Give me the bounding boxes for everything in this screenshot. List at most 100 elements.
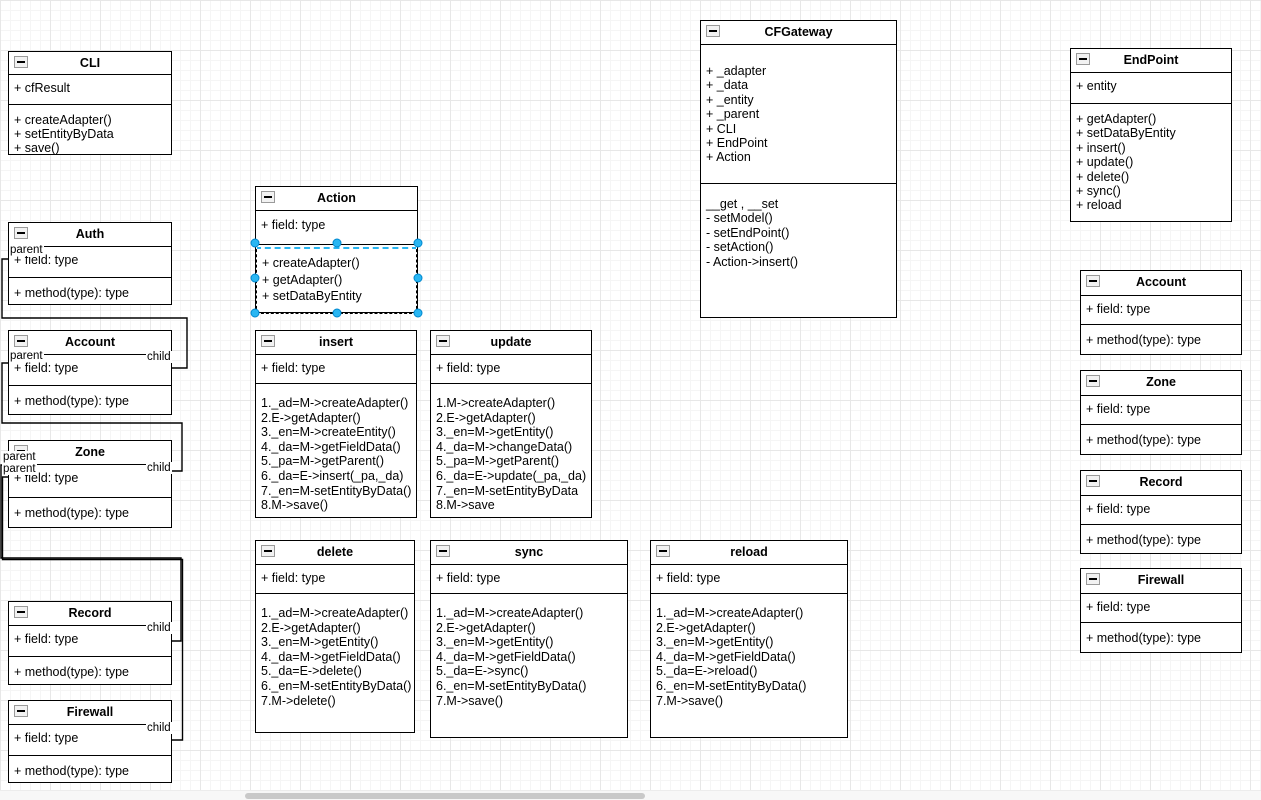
label-account-parent[interactable]: parent: [9, 350, 44, 362]
collapse-icon[interactable]: [436, 335, 450, 347]
method-line: - setEndPoint(): [706, 225, 790, 240]
field-line: + field: type: [1086, 302, 1151, 316]
method-line: 2.E->getAdapter(): [436, 410, 536, 425]
label-account-child[interactable]: child: [146, 351, 172, 363]
collapse-icon[interactable]: [1076, 53, 1090, 65]
class-title: Auth: [75, 227, 105, 241]
method-line: + method(type): type: [14, 286, 129, 300]
class-account-left[interactable]: Account+ field: type+ method(type): type: [8, 330, 172, 415]
class-title: Firewall: [1137, 573, 1185, 587]
horizontal-scrollbar-thumb[interactable]: [245, 793, 645, 799]
method-line: 2.E->getAdapter(): [436, 620, 536, 635]
collapse-icon[interactable]: [261, 335, 275, 347]
collapse-icon[interactable]: [1086, 275, 1100, 287]
selection-outline: [257, 247, 416, 249]
field-line: + field: type: [14, 361, 79, 375]
method-line: 4._da=M->getFieldData(): [261, 649, 401, 664]
selection-handle[interactable]: [250, 238, 260, 248]
method-line: - Action->insert(): [706, 254, 799, 269]
method-line: + setEntityByData: [14, 126, 114, 141]
method-line: 6._da=E->update(_pa,_da): [436, 468, 587, 483]
collapse-icon[interactable]: [706, 25, 720, 37]
method-line: 4._da=M->getFieldData(): [656, 649, 796, 664]
selection-handle[interactable]: [332, 308, 341, 318]
class-title: Account: [1136, 275, 1186, 289]
label-zone-parent-1[interactable]: parent: [2, 451, 37, 463]
method-line: 6._en=M-setEntityByData(): [436, 678, 587, 693]
method-line: + update(): [1076, 155, 1134, 170]
field-line: + _adapter: [706, 64, 767, 78]
collapse-icon[interactable]: [14, 705, 28, 717]
label-firewall-child[interactable]: child: [146, 722, 172, 734]
class-title: delete: [316, 545, 354, 559]
method-line: 1._ad=M->createAdapter(): [656, 606, 804, 620]
class-cli[interactable]: CLI+ cfResult+ createAdapter()+ setEntit…: [8, 51, 172, 155]
class-firewall-left[interactable]: Firewall+ field: type+ method(type): typ…: [8, 700, 172, 783]
selection-handle[interactable]: [250, 308, 260, 318]
class-action[interactable]: Action+ field: type+ createAdapter()+ ge…: [255, 186, 418, 314]
collapse-icon[interactable]: [261, 191, 275, 203]
class-firewall-right[interactable]: Firewall+ field: type+ method(type): typ…: [1080, 568, 1242, 653]
collapse-icon[interactable]: [1086, 475, 1100, 487]
method-line: + reload: [1076, 198, 1122, 213]
method-line: + setDataByEntity: [1076, 126, 1176, 141]
method-line: + method(type): type: [14, 665, 129, 679]
selection-handle[interactable]: [413, 238, 423, 248]
class-title: Record: [1139, 475, 1183, 489]
method-line: + method(type): type: [14, 394, 129, 408]
class-title: CLI: [79, 56, 101, 70]
field-line: + field: type: [436, 361, 501, 375]
method-line: + getAdapter(): [1076, 112, 1157, 126]
collapse-icon[interactable]: [261, 545, 275, 557]
class-zone-right[interactable]: Zone+ field: type+ method(type): type: [1080, 370, 1242, 455]
field-line: + field: type: [1086, 600, 1151, 614]
method-line: 7.M->delete(): [261, 693, 336, 708]
class-endpoint[interactable]: EndPoint+ entity+ getAdapter()+ setDataB…: [1070, 48, 1232, 222]
method-line: 3._en=M->getEntity(): [436, 425, 554, 440]
label-zone-parent-2[interactable]: parent: [2, 463, 37, 475]
method-line: + insert(): [1076, 140, 1126, 155]
method-line: 7._en=M-setEntityByData: [436, 483, 579, 498]
method-line: 4._da=M->getFieldData(): [261, 439, 401, 454]
field-line: + field: type: [1086, 402, 1151, 416]
selection-handle[interactable]: [332, 238, 341, 248]
field-line: + entity: [1076, 79, 1117, 93]
selection-handle[interactable]: [413, 308, 423, 318]
field-line: + CLI: [706, 121, 737, 136]
class-title: Zone: [1146, 375, 1176, 389]
class-record-left[interactable]: Record+ field: type+ method(type): type: [8, 601, 172, 685]
collapse-icon[interactable]: [14, 335, 28, 347]
selection-handle[interactable]: [250, 273, 260, 283]
class-title: reload: [730, 545, 768, 559]
field-line: + field: type: [14, 632, 79, 646]
collapse-icon[interactable]: [656, 545, 670, 557]
collapse-icon[interactable]: [1086, 375, 1100, 387]
class-title: update: [490, 335, 532, 349]
collapse-icon[interactable]: [14, 227, 28, 239]
collapse-icon[interactable]: [14, 56, 28, 68]
method-line: 1._ad=M->createAdapter(): [261, 396, 409, 410]
horizontal-scrollbar-track[interactable]: [0, 790, 1261, 800]
label-auth-parent[interactable]: parent: [9, 244, 44, 256]
collapse-icon[interactable]: [14, 606, 28, 618]
field-line: + field: type: [1086, 502, 1151, 516]
selection-handle[interactable]: [413, 273, 423, 283]
field-line: + field: type: [436, 571, 501, 585]
label-record-child[interactable]: child: [146, 622, 172, 634]
field-line: + field: type: [261, 361, 326, 375]
label-zone-child[interactable]: child: [146, 462, 172, 474]
method-line: 7.M->save(): [656, 693, 724, 708]
collapse-icon[interactable]: [1086, 573, 1100, 585]
class-auth[interactable]: Auth+ field: type+ method(type): type: [8, 222, 172, 305]
method-line: + getAdapter(): [262, 272, 343, 287]
class-record-right[interactable]: Record+ field: type+ method(type): type: [1080, 470, 1242, 554]
class-cfgateway[interactable]: CFGateway+ _adapter+ _data+ _entity+ _pa…: [700, 20, 897, 318]
collapse-icon[interactable]: [436, 545, 450, 557]
class-account-right[interactable]: Account+ field: type+ method(type): type: [1080, 270, 1242, 355]
